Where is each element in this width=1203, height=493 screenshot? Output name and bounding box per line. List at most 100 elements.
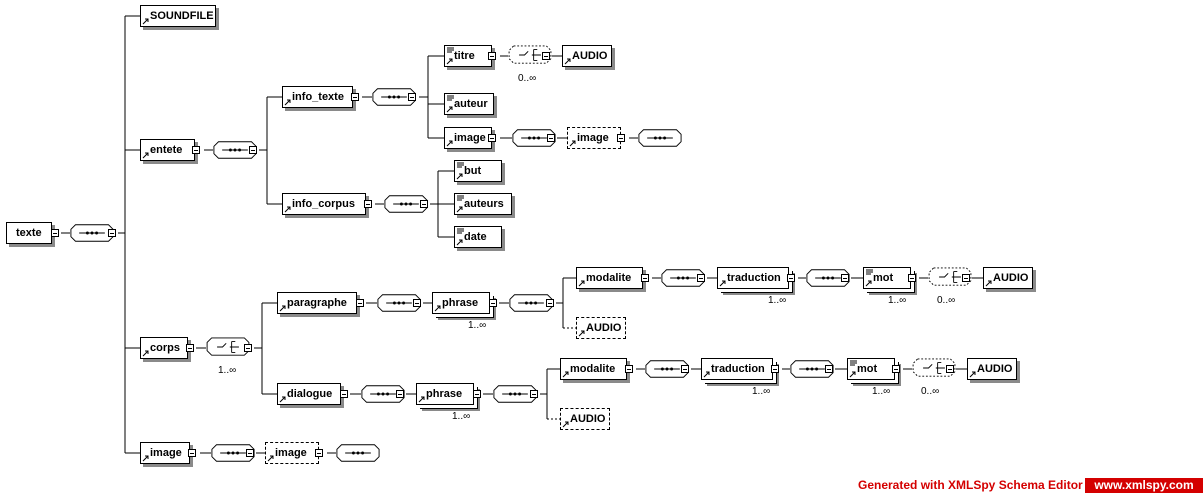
collapse-toggle[interactable]: [641, 274, 649, 282]
element-modalite-dialogue[interactable]: modalite: [560, 358, 627, 380]
collapse-toggle[interactable]: [244, 344, 252, 352]
element-label: AUDIO: [586, 322, 622, 334]
collapse-toggle[interactable]: [413, 299, 421, 307]
cardinality-label: 1..∞: [218, 365, 237, 376]
element-soundfile[interactable]: SOUNDFILE: [140, 5, 216, 27]
collapse-toggle[interactable]: [489, 299, 497, 307]
element-entete[interactable]: entete: [140, 139, 195, 161]
collapse-toggle[interactable]: [946, 365, 954, 373]
choice-compositor-optional-icon[interactable]: [912, 358, 956, 378]
collapse-toggle[interactable]: [249, 146, 257, 154]
reference-arrow-icon: [446, 58, 453, 65]
collapse-toggle[interactable]: [473, 390, 481, 398]
collapse-toggle[interactable]: [488, 52, 496, 60]
collapse-toggle[interactable]: [825, 365, 833, 373]
collapse-toggle[interactable]: [542, 52, 550, 60]
element-phrase-paragraphe[interactable]: phrase: [432, 292, 490, 314]
sequence-compositor-icon[interactable]: [493, 384, 537, 404]
element-but[interactable]: but: [454, 160, 502, 182]
sequence-compositor-icon[interactable]: [638, 128, 682, 148]
sequence-compositor-icon[interactable]: [790, 359, 834, 379]
element-label: texte: [16, 227, 42, 239]
collapse-toggle[interactable]: [420, 200, 428, 208]
element-phrase-dialogue[interactable]: phrase: [416, 383, 474, 405]
element-audio-optional-dialogue[interactable]: AUDIO: [560, 408, 610, 430]
element-label: info_texte: [292, 91, 344, 103]
collapse-toggle[interactable]: [186, 344, 194, 352]
element-mot-paragraphe[interactable]: mot: [863, 267, 911, 289]
collapse-toggle[interactable]: [962, 274, 970, 282]
collapse-toggle[interactable]: [364, 200, 372, 208]
collapse-toggle[interactable]: [681, 365, 689, 373]
collapse-toggle[interactable]: [625, 365, 633, 373]
element-auteur[interactable]: auteur: [444, 93, 494, 115]
collapse-toggle[interactable]: [547, 134, 555, 142]
element-titre[interactable]: titre: [444, 45, 492, 67]
sequence-compositor-icon[interactable]: [372, 87, 416, 107]
element-traduction-paragraphe[interactable]: traduction: [717, 267, 789, 289]
element-audio-titre[interactable]: AUDIO: [562, 45, 612, 67]
collapse-toggle[interactable]: [351, 93, 359, 101]
collapse-toggle[interactable]: [530, 390, 538, 398]
element-mot-dialogue[interactable]: mot: [847, 358, 895, 380]
choice-compositor-optional-icon[interactable]: [508, 45, 552, 65]
collapse-toggle[interactable]: [340, 390, 348, 398]
collapse-toggle[interactable]: [787, 274, 795, 282]
element-modalite-paragraphe[interactable]: modalite: [576, 267, 643, 289]
collapse-toggle[interactable]: [192, 146, 200, 154]
sequence-compositor-icon[interactable]: [211, 443, 255, 463]
collapse-toggle[interactable]: [246, 449, 254, 457]
sequence-compositor-icon[interactable]: [512, 128, 556, 148]
sequence-compositor-icon[interactable]: [361, 384, 405, 404]
reference-arrow-icon: [418, 396, 425, 403]
sequence-compositor-icon[interactable]: [806, 268, 850, 288]
collapse-toggle[interactable]: [546, 299, 554, 307]
collapse-toggle[interactable]: [108, 229, 116, 237]
sequence-compositor-icon[interactable]: [377, 293, 421, 313]
cardinality-label: 0..∞: [518, 73, 537, 84]
element-texte[interactable]: texte: [6, 222, 52, 244]
collapse-toggle[interactable]: [188, 449, 196, 457]
collapse-toggle[interactable]: [408, 93, 416, 101]
sequence-compositor-icon[interactable]: [661, 268, 705, 288]
element-audio-mot-dialogue[interactable]: AUDIO: [967, 358, 1017, 380]
element-image-root[interactable]: image: [140, 442, 190, 464]
collapse-toggle[interactable]: [51, 229, 59, 237]
element-info-corpus[interactable]: info_corpus: [282, 193, 366, 215]
choice-compositor-optional-icon[interactable]: [928, 267, 972, 287]
collapse-toggle[interactable]: [697, 274, 705, 282]
sequence-compositor-icon[interactable]: [645, 359, 689, 379]
choice-compositor-icon[interactable]: [206, 337, 250, 357]
collapse-toggle[interactable]: [908, 274, 916, 282]
element-audio-optional-paragraphe[interactable]: AUDIO: [576, 317, 626, 339]
element-audio-mot-paragraphe[interactable]: AUDIO: [983, 267, 1033, 289]
element-image-ref-entete[interactable]: image: [567, 127, 621, 149]
element-dialogue[interactable]: dialogue: [277, 383, 341, 405]
collapse-toggle[interactable]: [315, 449, 323, 457]
sequence-compositor-icon[interactable]: [70, 223, 114, 243]
element-traduction-dialogue[interactable]: traduction: [701, 358, 773, 380]
element-label: AUDIO: [572, 50, 608, 62]
collapse-toggle[interactable]: [396, 390, 404, 398]
collapse-toggle[interactable]: [771, 365, 779, 373]
reference-arrow-icon: [564, 58, 571, 65]
collapse-toggle[interactable]: [488, 134, 496, 142]
element-auteurs[interactable]: auteurs: [454, 193, 512, 215]
element-paragraphe[interactable]: paragraphe: [277, 292, 357, 314]
sequence-compositor-icon[interactable]: [384, 194, 428, 214]
collapse-toggle[interactable]: [892, 365, 900, 373]
element-info-texte[interactable]: info_texte: [282, 86, 353, 108]
element-image-entete[interactable]: image: [444, 127, 492, 149]
element-image-ref-root[interactable]: image: [265, 442, 319, 464]
sequence-compositor-icon[interactable]: [509, 293, 553, 313]
xmlspy-link[interactable]: www.xmlspy.com: [1085, 478, 1203, 493]
element-corps[interactable]: corps: [140, 337, 188, 359]
collapse-toggle[interactable]: [617, 134, 625, 142]
reference-arrow-icon: [456, 173, 463, 180]
element-date[interactable]: date: [454, 226, 502, 248]
sequence-compositor-icon[interactable]: [213, 140, 257, 160]
collapse-toggle[interactable]: [841, 274, 849, 282]
reference-arrow-icon: [569, 140, 576, 147]
collapse-toggle[interactable]: [356, 299, 364, 307]
sequence-compositor-icon[interactable]: [336, 443, 380, 463]
